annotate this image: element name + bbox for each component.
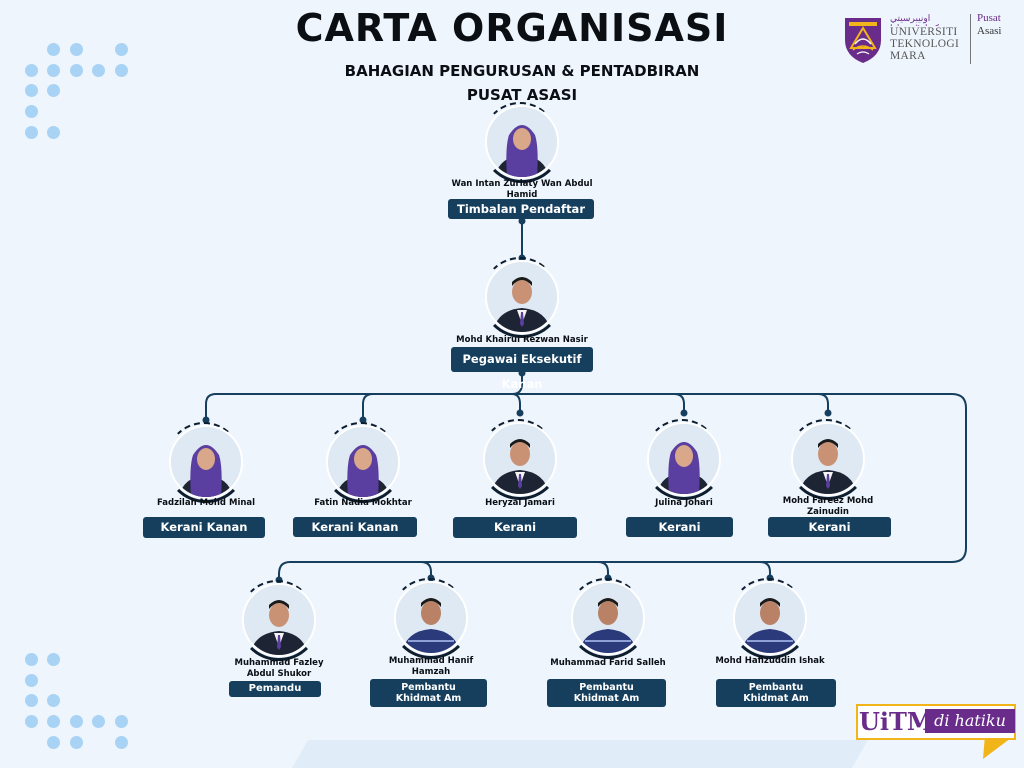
person-name: Muhammad Farid Salleh [550,658,666,668]
person-name: Fadzilah Mohd Minal [156,498,256,508]
badge-di-hatiku-text: di hatiku [925,709,1015,733]
person-portrait-icon [485,105,559,179]
role-box: Pegawai Eksekutif Kanan [451,347,593,391]
uitm-logo: اونيبرسيتي تيكنولوݢي مارا UNIVERSITI TEK… [842,12,1014,68]
logo-arabic-text: اونيبرسيتي تيكنولوݢي مارا [890,14,946,26]
person-portrait-icon [169,425,243,499]
person-portrait-icon [483,422,557,496]
page-title: CARTA ORGANISASI [295,6,729,50]
role-box: Timbalan Pendaftar [448,199,594,219]
role-box: Kerani [626,517,733,537]
logo-divider [970,14,971,64]
logo-uni-line1: UNIVERSITI [890,26,958,38]
page-subtitle-line2: PUSAT ASASI [466,86,578,104]
person-portrait-icon [242,583,316,657]
person-portrait-icon [394,581,468,655]
person-portrait-icon [647,422,721,496]
role-box: Kerani [453,517,577,538]
person-name: Heryzal Jamari [485,498,555,508]
badge-uitm-text: UiTM [859,707,934,736]
uitm-di-hatiku-badge: UiTM di hatiku [855,703,1019,759]
person-portrait-icon [791,422,865,496]
person-name: Fatin Nadia Mokhtar [314,498,412,508]
logo-uni-line3: MARA [890,50,926,62]
logo-uni-line2: TEKNOLOGI [890,38,960,50]
person-portrait-icon [733,581,807,655]
person-name: Mohd Khairul Rezwan Nasir [456,335,588,345]
person-portrait-icon [571,581,645,655]
role-box: Kerani [768,517,891,537]
uitm-emblem-icon [845,18,881,63]
role-box: Kerani Kanan [293,517,417,537]
page-subtitle-line1: BAHAGIAN PENGURUSAN & PENTADBIRAN [344,62,700,80]
role-box: Kerani Kanan [143,517,265,538]
role-box: Pemandu [229,681,321,697]
person-portrait-icon [326,425,400,499]
logo-pusat-line2: Asasi [977,25,1002,37]
person-name: Mohd Hafizuddin Ishak [715,656,825,666]
person-portrait-icon [485,260,559,334]
person-name: Julina Johari [655,498,713,508]
logo-pusat-line1: Pusat [977,12,1001,24]
